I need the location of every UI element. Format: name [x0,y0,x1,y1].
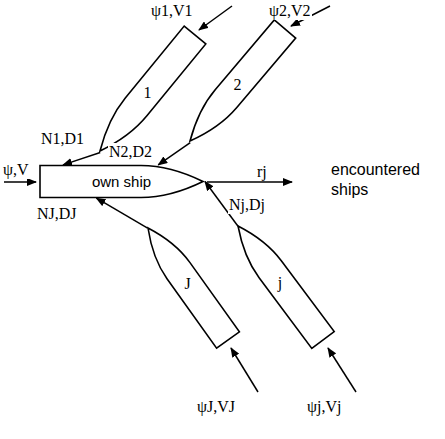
bearing-arrow [63,153,100,165]
annotation-label: encountered ships [330,160,442,200]
ship-label: own ship [92,173,151,190]
annotation-label: ψj,Vj [306,398,342,416]
edge-label: Nj,Dj [228,196,266,214]
annotation-label: ψJ,VJ [196,398,236,416]
ship-label: j [278,274,282,292]
velocity-arrow [231,348,258,392]
ship-label: 1 [144,84,152,102]
hull-path [40,166,203,198]
velocity-arrow [4,181,36,183]
encountered-ship: j [230,220,330,345]
hull-path [190,20,296,141]
edge-label: NJ,DJ [36,205,78,223]
bearing-arrow [158,143,190,165]
hull-path [148,228,239,348]
hull-path [100,26,206,151]
annotation-label: rj [256,163,268,181]
annotation-label: ψ1,V1 [150,2,194,20]
edge-label: N1,D1 [40,130,85,148]
range-arrow [207,181,292,183]
ship-label: 2 [234,76,242,94]
edge-label: N2,D2 [108,143,153,161]
annotation-label: ψ,V [2,161,30,179]
encountered-ship: 1 [95,30,200,155]
encountered-ship: J [140,222,235,345]
bearing-arrow [96,198,147,228]
ship-label: J [184,275,190,293]
encountered-ship: 2 [185,25,290,145]
velocity-arrow [328,348,356,392]
velocity-arrow [199,6,232,30]
own-ship: own ship [38,163,205,200]
annotation-label: ψ2,V2 [268,2,312,20]
hull-path [238,226,334,348]
